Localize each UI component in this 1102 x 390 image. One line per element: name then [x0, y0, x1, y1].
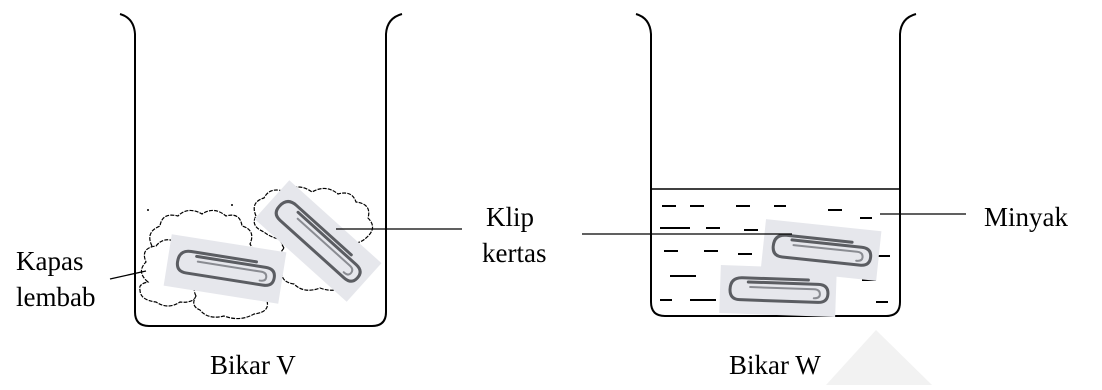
- label-klip-line2: kertas: [482, 238, 546, 268]
- watermark-arrow: [826, 330, 932, 385]
- clip-wire: [728, 276, 830, 304]
- clip-wire: [771, 233, 873, 267]
- cotton-speck: [147, 209, 149, 211]
- beaker-v: [119, 13, 403, 327]
- beaker-w: [635, 13, 917, 318]
- clip-wire-inner: [749, 286, 821, 300]
- clip-photo-backdrop: [254, 180, 382, 302]
- clip-wire-inner: [792, 244, 864, 262]
- caption-bikar-w: Bikar W: [729, 350, 821, 380]
- label-kapas-line1: Kapas: [16, 246, 83, 276]
- caption-bikar-v: Bikar V: [210, 350, 296, 380]
- paper-clip-v2: [254, 180, 382, 302]
- paper-clip-w2: [719, 264, 837, 318]
- cotton-speck: [231, 204, 233, 206]
- clip-wire-inner: [296, 217, 354, 276]
- leader-kapas: [109, 270, 147, 280]
- clip-wire: [274, 200, 362, 283]
- label-klip-line1: Klip: [486, 202, 534, 232]
- leader-lines: [109, 213, 966, 280]
- clip-wire-inner: [196, 260, 268, 282]
- beaker-v-outline: [119, 13, 403, 327]
- clip-wire: [175, 249, 276, 287]
- beaker-w-outline: [635, 13, 917, 317]
- label-kapas-line2: lembab: [16, 282, 95, 312]
- paper-clip-v1: [163, 234, 287, 304]
- label-minyak: Minyak: [984, 202, 1068, 232]
